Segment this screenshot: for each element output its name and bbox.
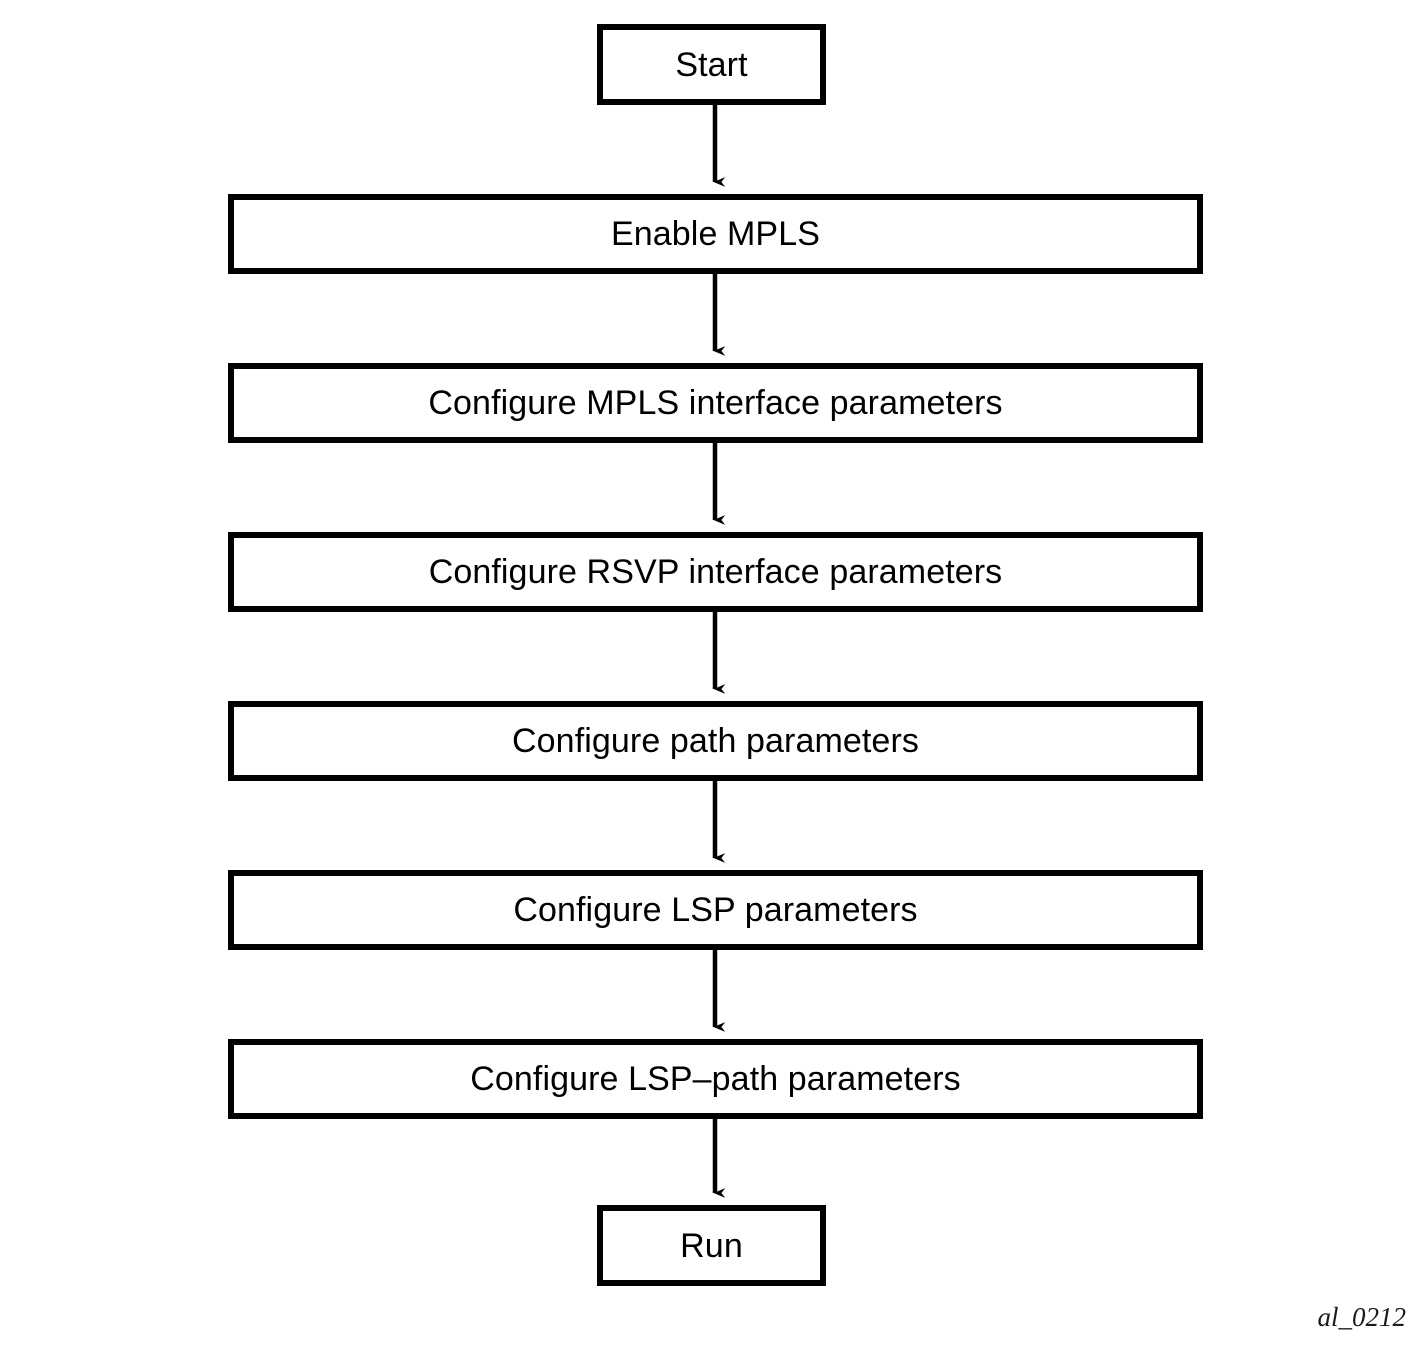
node-start-label: Start xyxy=(675,45,748,84)
node-start: Start xyxy=(597,24,826,105)
node-configure-mpls-interface: Configure MPLS interface parameters xyxy=(228,363,1203,443)
node-configure-lsp-path: Configure LSP–path parameters xyxy=(228,1039,1203,1119)
node-enable-mpls: Enable MPLS xyxy=(228,194,1203,274)
node-configure-mpls-interface-label: Configure MPLS interface parameters xyxy=(428,384,1003,422)
node-enable-mpls-label: Enable MPLS xyxy=(610,215,820,253)
node-run-label: Run xyxy=(680,1226,743,1265)
node-configure-lsp: Configure LSP parameters xyxy=(228,870,1203,950)
figure-caption: al_0212 xyxy=(1317,1302,1406,1332)
node-configure-lsp-path-label: Configure LSP–path parameters xyxy=(470,1060,961,1098)
node-configure-rsvp-interface-label: Configure RSVP interface parameters xyxy=(428,553,1003,591)
node-configure-path-label: Configure path parameters xyxy=(512,722,919,760)
node-configure-rsvp-interface: Configure RSVP interface parameters xyxy=(228,532,1203,612)
node-configure-path: Configure path parameters xyxy=(228,701,1203,781)
node-configure-lsp-label: Configure LSP parameters xyxy=(513,891,918,929)
node-run: Run xyxy=(597,1205,826,1286)
